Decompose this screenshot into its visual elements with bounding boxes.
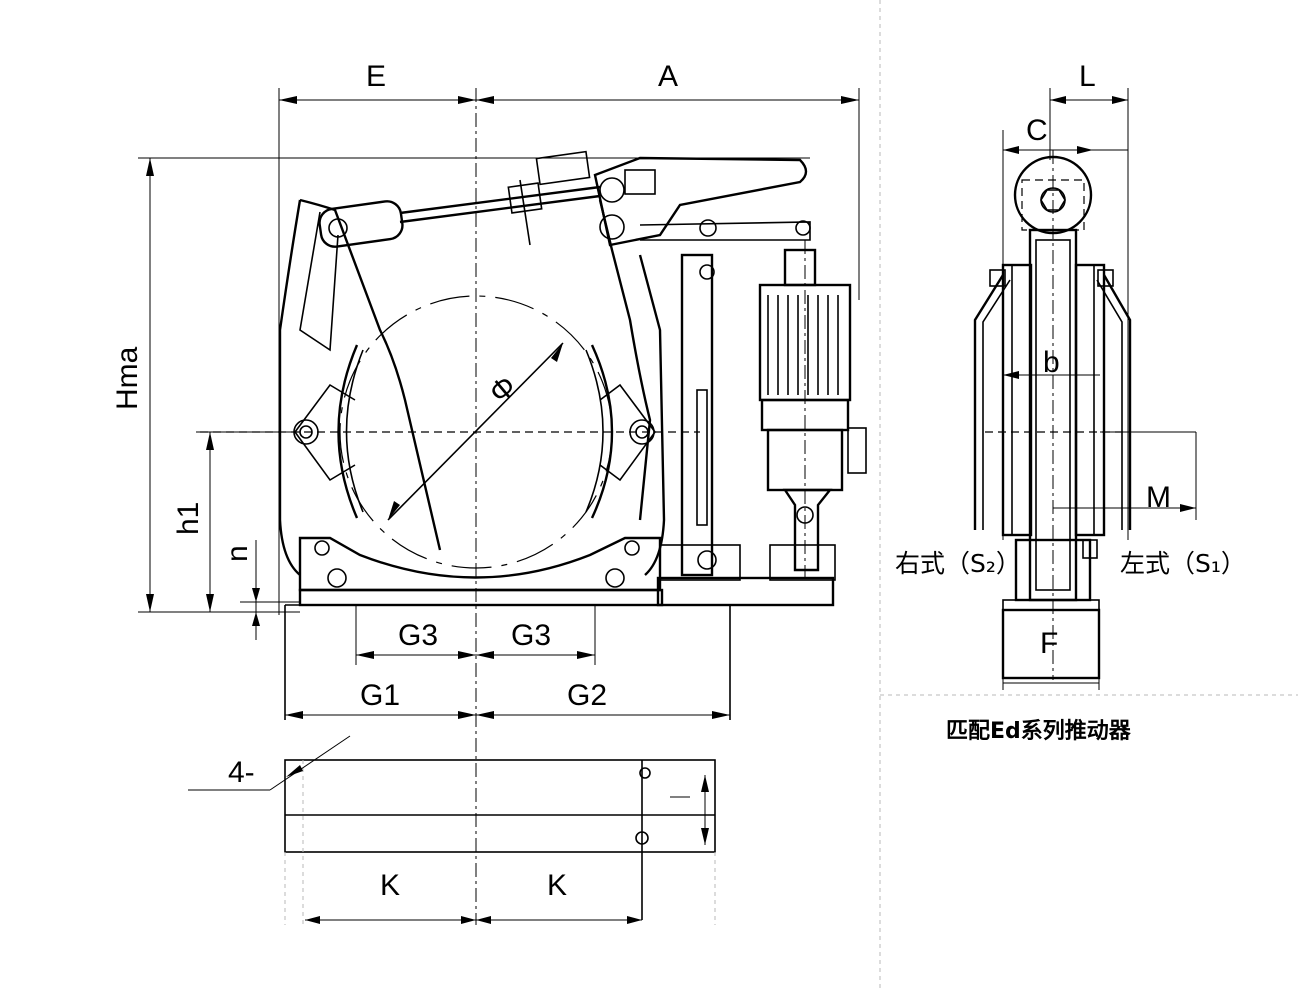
base-plan-view <box>188 735 716 925</box>
label-h1: h1 <box>172 502 205 535</box>
actuator-fins <box>767 295 839 395</box>
side-view <box>973 88 1197 690</box>
label-A: A <box>658 60 678 93</box>
label-phi: Φ <box>483 369 523 410</box>
label-G1: G1 <box>360 679 400 712</box>
label-G2: G2 <box>567 679 607 712</box>
label-n: n <box>221 545 254 562</box>
label-Hma: Hma <box>111 346 144 410</box>
label-E: E <box>366 60 386 93</box>
caption-matching-actuator: 匹配Ed系列推动器 <box>946 719 1132 744</box>
label-holes: 4- <box>228 756 255 789</box>
label-G3-right: G3 <box>511 619 551 652</box>
label-b: b <box>1043 346 1060 379</box>
label-right-type: 右式（S₂） <box>895 549 1021 578</box>
label-K-left: K <box>380 869 400 902</box>
label-F: F <box>1040 627 1058 660</box>
panel-dividers <box>879 0 1298 992</box>
front-view <box>138 88 867 925</box>
dimension-labels: E A Hma h1 n Φ G3 G3 G1 G2 4- K K L C b … <box>111 60 1246 902</box>
label-M: M <box>1146 481 1171 514</box>
label-L: L <box>1079 60 1096 93</box>
label-C: C <box>1026 114 1048 147</box>
label-G3-left: G3 <box>398 619 438 652</box>
label-K-right: K <box>547 869 567 902</box>
label-left-type: 左式（S₁） <box>1120 549 1246 578</box>
